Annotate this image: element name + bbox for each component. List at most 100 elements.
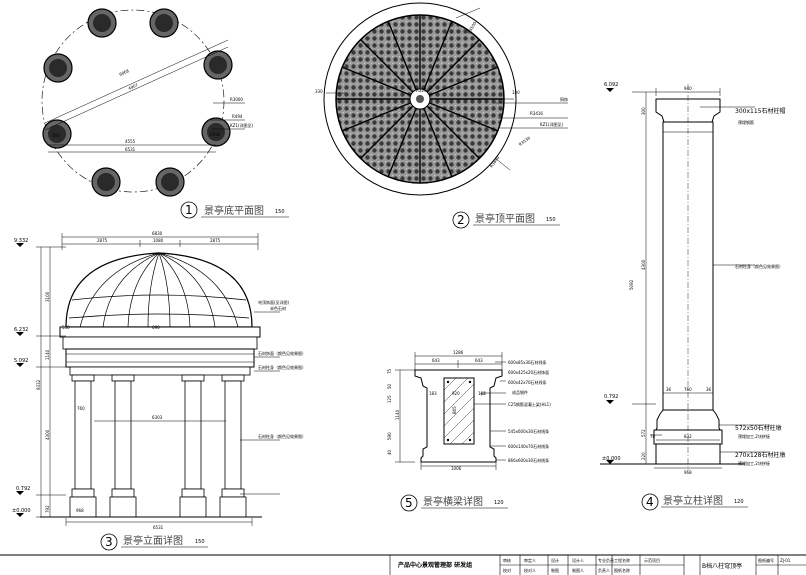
note-text: 穹顶饰面(见详图) (258, 299, 290, 305)
elevation-columns (69, 374, 247, 518)
drawing-column-detail: 940 760 6.092 0.792 (600, 82, 785, 511)
note-text: 545x600x30石材线条 (508, 428, 549, 434)
title-cell: 工程名称 (614, 557, 630, 563)
drawing-name: B档八柱穹顶亭 (702, 562, 742, 570)
drawing-number: 4 (646, 495, 654, 509)
dim-text: 6531 (153, 525, 164, 530)
dim-text: R494 (210, 132, 221, 137)
dim-text: 6531 (125, 147, 136, 152)
dim-text: R3416 (530, 111, 543, 116)
dim-text: 1080 (153, 238, 164, 243)
note-text: 米色石材 (270, 305, 286, 311)
dim-text: R3000 (230, 97, 243, 102)
dim-text: R3500 (467, 20, 478, 34)
note-text: 572x50石材柱墩 (735, 424, 782, 432)
dim-text: R3536 (518, 135, 532, 147)
title-cell: 示范项目 (644, 557, 660, 563)
level-mark: 0.792 (16, 486, 30, 492)
plan-ring (41, 9, 225, 193)
note-text: 石材饰面（颜色见效果图） (258, 350, 306, 356)
dim-text: 2875 (210, 238, 221, 243)
note-text: 石材柱身（颜色见效果图） (258, 364, 306, 370)
drawing-title: 景亭立柱详图 (663, 494, 723, 507)
dim-text: 183 (429, 391, 437, 396)
drawing-number: 3 (105, 535, 113, 549)
entablature (59, 326, 261, 338)
drawing-label: 2 景亭顶平面图 150 (452, 211, 560, 229)
dim-text: 75 (387, 368, 392, 374)
dim-text: 330 (512, 90, 520, 95)
dim-text: 2875 (97, 238, 108, 243)
drawing-number: 2 (457, 213, 465, 227)
dim-text: 9332 (36, 379, 41, 390)
drawing-number: 1 (185, 203, 193, 217)
drawing-title: 景亭底平面图 (204, 204, 264, 217)
note-text: 600x425x20石材饰面 (508, 369, 549, 375)
column (42, 119, 72, 149)
note-text: 600x85x30石材线条 (508, 359, 547, 365)
dim-text: 920 (452, 391, 460, 396)
dim-text: 50 (387, 383, 392, 389)
drawing-beam-section: 1286 643 643 18 (387, 350, 551, 512)
drawing-scale: 150 (275, 209, 285, 215)
dim-text: 220 (641, 452, 646, 460)
column-circles (42, 8, 233, 197)
column (149, 8, 179, 38)
drawing-scale: 150 (546, 217, 556, 223)
level-mark: 0.792 (604, 394, 618, 400)
dim-text: R3840 (489, 155, 501, 169)
note-text: KZ1(详图见) (230, 122, 253, 128)
dim-text: 300 (641, 107, 646, 115)
note-text: 铜饰 (560, 96, 568, 102)
drawing-number: 5 (405, 496, 413, 510)
dim-text: 6303 (152, 415, 163, 420)
dim-text: 760 (77, 406, 85, 411)
column (91, 167, 121, 197)
drawing-number-badge (400, 494, 418, 512)
dim-text: 1140 (45, 349, 50, 360)
column (43, 53, 73, 83)
title-cell: 图纸编号 (758, 557, 774, 563)
dim-text: 1006 (451, 466, 462, 471)
title-cell: 校对人 (524, 567, 536, 573)
dim-text: 183 (478, 391, 486, 396)
dim-text: 643 (475, 358, 483, 363)
dim-text: 4300 (641, 259, 646, 270)
note-text: 600x140x70石材线条 (508, 443, 549, 449)
dim-text: 643 (432, 358, 440, 363)
drawing-label: 5 景亭横梁详图 120 (400, 494, 508, 512)
note-text: 成品钢件 (512, 389, 528, 395)
level-mark: ±0.000 (602, 456, 621, 462)
dim-text: 6830 (152, 231, 163, 236)
dim-text: R494 (232, 114, 243, 119)
dim-text: 792 (45, 505, 50, 513)
note-text: 石材柱身（颜色见效果图） (258, 433, 306, 439)
drawing-elevation: 6830 2875 1080 2875 (12, 231, 306, 551)
drawing-title: 景亭横梁详图 (423, 495, 483, 508)
drawing-roof-plan: 330 R3416 R3500 R3536 R3840 330 R3276 KZ… (315, 2, 568, 229)
level-mark: ±0.000 (12, 508, 31, 514)
note-text: C25钢筋混凝土梁(HL1) (508, 401, 551, 407)
title-cell: 专业负责 (598, 557, 614, 563)
note-text: KZ1(详图见) (540, 121, 563, 127)
dim-text: 760 (684, 387, 692, 392)
dim-text: 1140 (395, 409, 400, 420)
drawing-number-badge (180, 201, 198, 219)
title-cell: 设计人 (572, 557, 584, 563)
dim-text: 4555 (125, 139, 136, 144)
title-cell: 校对 (503, 567, 511, 573)
dim-text: 968 (684, 470, 692, 475)
title-cell: 负责人 (598, 567, 610, 573)
dim-text: 78 (650, 434, 656, 439)
dim-text: 590 (387, 432, 392, 440)
column (203, 50, 233, 80)
drawing-title: 景亭顶平面图 (475, 212, 535, 225)
note-text: 270x128石材柱墩 (735, 451, 785, 459)
drawing-number-badge (641, 493, 659, 511)
dim-text: 1286 (453, 350, 464, 355)
dim-text: 3100 (45, 291, 50, 302)
dim-text: 4907 (127, 82, 139, 91)
note-text: 866x600x30石材线条 (508, 457, 549, 463)
drawing-number-badge (452, 211, 470, 229)
